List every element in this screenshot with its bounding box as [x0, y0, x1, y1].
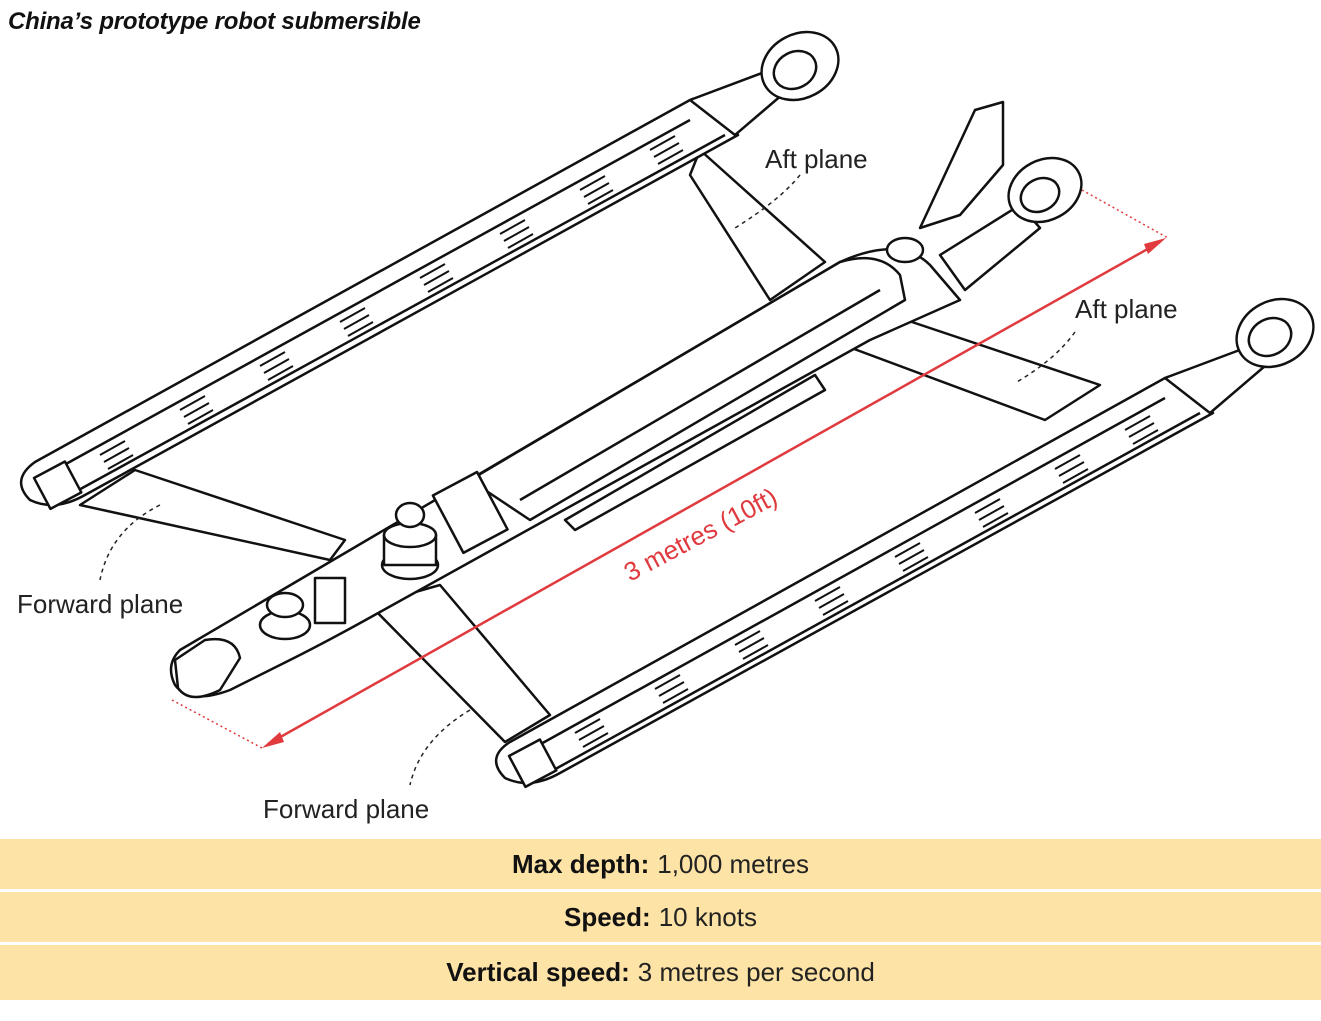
battery-box	[431, 470, 509, 555]
left-pontoon-vents	[99, 135, 684, 470]
specs-panel: Max depth: 1,000 metres Speed: 10 knots …	[0, 839, 1321, 1000]
spec-label: Vertical speed:	[446, 957, 630, 987]
submersible-diagram: Aft plane Aft plane Forward plane Forwar…	[17, 30, 1315, 824]
spec-row-speed: Speed: 10 knots	[0, 892, 1321, 942]
spec-row-max-depth: Max depth: 1,000 metres	[0, 839, 1321, 889]
label-aft-plane-right: Aft plane	[1075, 294, 1178, 324]
forward-plane-left	[78, 468, 347, 562]
spec-row-vertical-speed: Vertical speed: 3 metres per second	[0, 945, 1321, 1000]
vertical-fin	[918, 100, 1005, 230]
length-dimension	[171, 189, 1169, 749]
leader-forward-bottom	[409, 709, 471, 786]
right-pontoon	[495, 297, 1315, 789]
label-aft-plane-left: Aft plane	[765, 144, 868, 174]
aft-plane-left	[688, 148, 827, 302]
forward-plane-right	[368, 583, 552, 744]
label-length: 3 metres (10ft)	[619, 481, 782, 587]
leader-forward-left	[99, 504, 161, 581]
central-hull	[169, 100, 1083, 699]
spec-label: Speed:	[564, 901, 651, 932]
left-pontoon	[20, 30, 840, 511]
spec-label: Max depth:	[512, 848, 650, 879]
spec-value: 10 knots	[658, 901, 757, 932]
label-forward-plane-bottom: Forward plane	[263, 794, 429, 824]
chart-title: China’s prototype robot submersible	[8, 8, 421, 35]
right-pontoon-vents	[574, 415, 1159, 748]
label-forward-plane-left: Forward plane	[17, 589, 183, 619]
leader-aft-left	[734, 174, 801, 229]
spec-value: 3 metres per second	[637, 957, 875, 987]
spec-value: 1,000 metres	[657, 848, 809, 879]
